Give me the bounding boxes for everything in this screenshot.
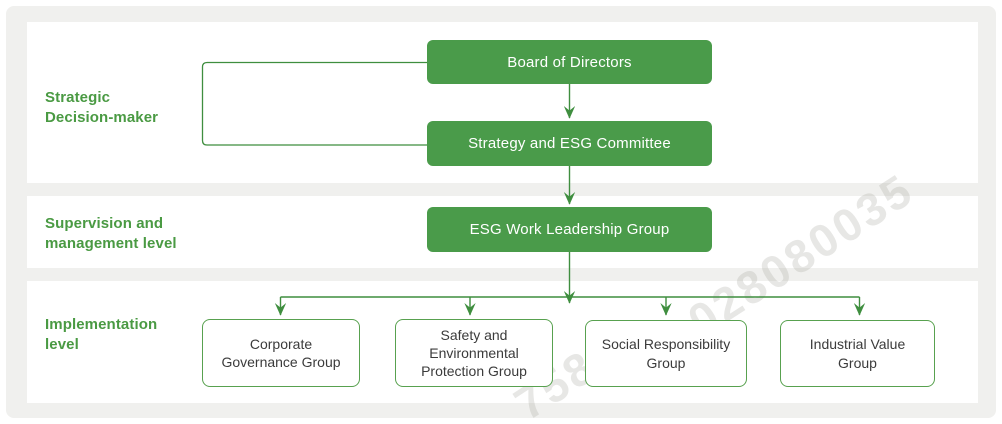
node-safety-environmental-protection-group: Safety and Environmental Protection Grou…: [395, 319, 553, 387]
node-corporate-governance-group: Corporate Governance Group: [202, 319, 360, 387]
node-social-responsibility-group: Social Responsibility Group: [585, 320, 747, 387]
node-board-of-directors: Board of Directors: [427, 40, 712, 84]
node-strategy-esg-committee: Strategy and ESG Committee: [427, 121, 712, 166]
level-label-supervision-management: Supervision and management level: [45, 215, 177, 252]
node-esg-work-leadership-group: ESG Work Leadership Group: [427, 207, 712, 252]
level-label-strategic-decision-maker: Strategic Decision-maker: [45, 89, 159, 126]
level-label-implementation: Implementation level: [45, 316, 158, 353]
node-industrial-value-group: Industrial Value Group: [780, 320, 935, 387]
